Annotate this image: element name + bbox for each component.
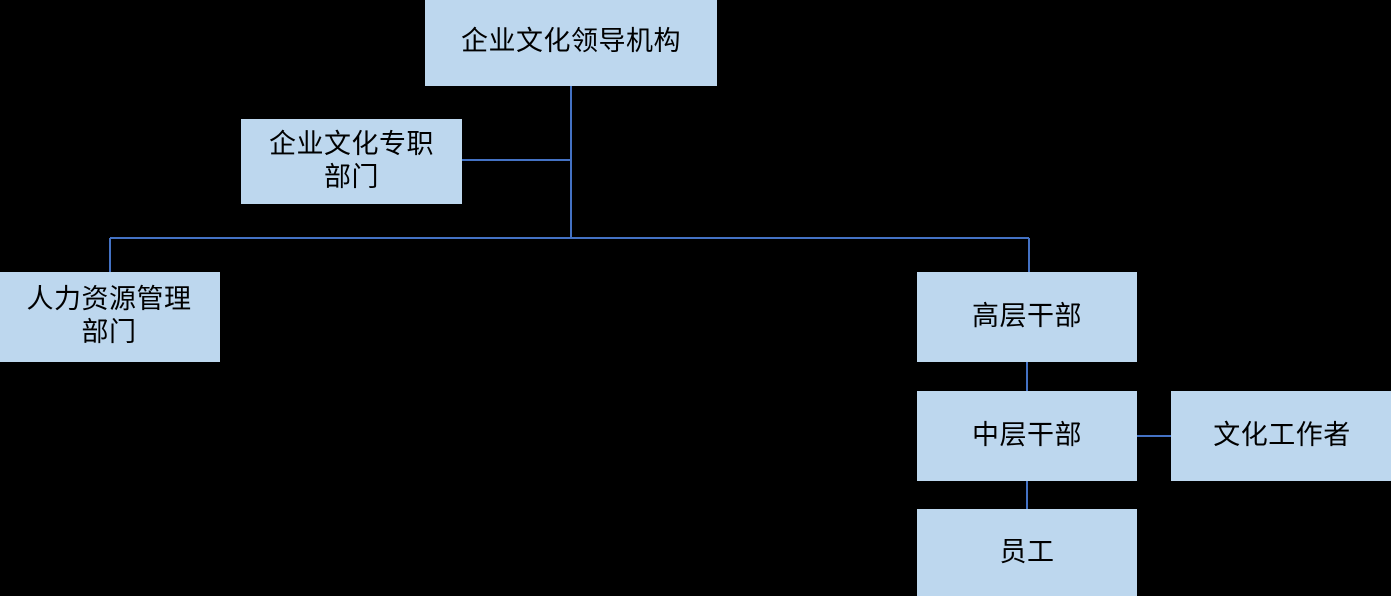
node-senior-cadre[interactable]: 高层干部 — [917, 272, 1137, 362]
node-label-culture-worker: 文化工作者 — [1213, 419, 1351, 451]
node-label-employee: 员工 — [999, 537, 1055, 569]
node-middle-cadre[interactable]: 中层干部 — [917, 391, 1137, 481]
node-culture-department[interactable]: 企业文化专职 部门 — [241, 119, 462, 204]
node-label-leadership: 企业文化领导机构 — [461, 25, 681, 57]
node-label-hr-department: 人力资源管理 部门 — [26, 284, 192, 348]
node-label-middle-cadre: 中层干部 — [972, 419, 1082, 451]
node-label-senior-cadre: 高层干部 — [972, 300, 1082, 332]
node-leadership[interactable]: 企业文化领导机构 — [425, 0, 717, 86]
node-label-culture-department: 企业文化专职 部门 — [269, 128, 434, 193]
node-employee[interactable]: 员工 — [917, 509, 1137, 596]
node-hr-department[interactable]: 人力资源管理 部门 — [0, 272, 220, 362]
node-culture-worker[interactable]: 文化工作者 — [1171, 391, 1391, 481]
